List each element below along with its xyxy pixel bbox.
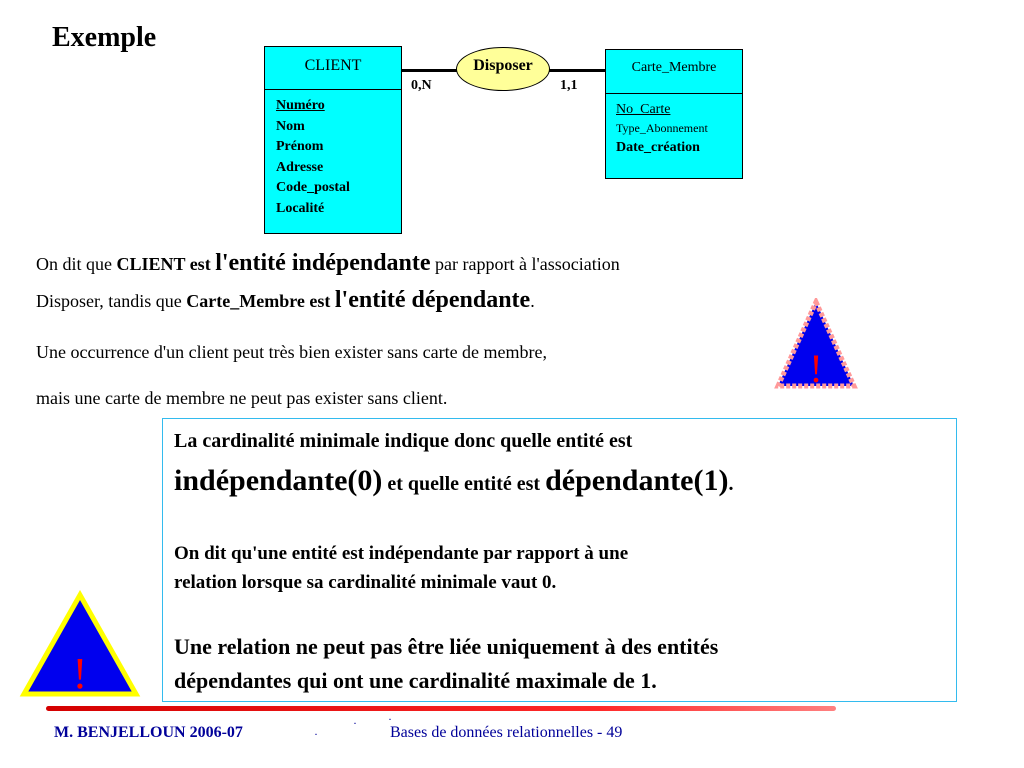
text-run: CLIENT est <box>116 254 216 274</box>
summary-line-6: dépendantes qui ont une cardinalité maxi… <box>174 668 657 693</box>
carte-attr: Date_création <box>616 140 700 155</box>
slide-title: Exemple <box>52 22 157 53</box>
summary-line-3: On dit qu'une entité est indépendante pa… <box>174 543 629 564</box>
carte-attr-key: No_Carte <box>616 102 671 117</box>
decorative-dot: · <box>388 712 392 726</box>
client-attr: Prénom <box>276 139 324 155</box>
text-run: Disposer, tandis que <box>36 291 187 311</box>
summary-line-5: Une relation ne peut pas être liée uniqu… <box>174 634 719 659</box>
client-attr: Code_postal <box>276 180 350 196</box>
entity-client-attributes: Numéro Nom Prénom Adresse Code_postal Lo… <box>265 90 401 220</box>
cardinality-left: 0,N <box>411 78 432 93</box>
footer-author: M. BENJELLOUN 2006-07 <box>54 724 243 741</box>
explanation-line-3: Une occurrence d'un client peut très bie… <box>36 342 548 362</box>
text-run: l'entité dépendante <box>334 287 531 313</box>
decorative-dot: · <box>353 716 357 730</box>
entity-carte-attributes: No_Carte Type_Abonnement Date_création <box>606 94 742 157</box>
explanation-line-4: mais une carte de membre ne peut pas exi… <box>36 388 448 408</box>
entity-client-name: CLIENT <box>265 47 401 90</box>
client-attr: Localité <box>276 200 325 216</box>
decorative-dot: · <box>314 727 318 741</box>
warning-icon: ! <box>19 590 141 698</box>
text-run: . <box>728 473 734 495</box>
summary-line-1: La cardinalité minimale indique donc que… <box>174 430 633 452</box>
warning-icon: ! <box>774 298 858 390</box>
client-attr: Nom <box>276 118 305 134</box>
text-run: dépendante(1) <box>545 464 729 497</box>
text-run: On dit que <box>36 254 117 274</box>
summary-line-4: relation lorsque sa cardinalité minimale… <box>174 572 557 593</box>
cardinality-right: 1,1 <box>560 78 578 93</box>
client-attr-key: Numéro <box>276 98 325 113</box>
carte-attr: Type_Abonnement <box>616 121 708 135</box>
warning-symbol: ! <box>809 346 822 390</box>
text-run: . <box>530 291 535 311</box>
warning-symbol: ! <box>73 649 88 698</box>
explanation-line-2: Disposer, tandis que Carte_Membre est l'… <box>36 287 535 314</box>
entity-carte-name: Carte_Membre <box>606 50 742 94</box>
connector-right <box>548 69 606 72</box>
summary-box <box>162 418 957 702</box>
entity-client: CLIENT Numéro Nom Prénom Adresse Code_po… <box>264 46 402 234</box>
client-attr: Adresse <box>276 159 324 175</box>
entity-carte-membre: Carte_Membre No_Carte Type_Abonnement Da… <box>605 49 743 179</box>
text-run: l'entité indépendante <box>215 250 431 276</box>
text-run: Carte_Membre est <box>186 291 335 311</box>
summary-line-2: indépendante(0) et quelle entité est dép… <box>174 464 733 498</box>
text-run: par rapport à l'association <box>430 254 620 274</box>
explanation-line-1: On dit que CLIENT est l'entité indépenda… <box>36 250 620 277</box>
footer-divider <box>46 706 836 711</box>
connector-left <box>402 69 458 72</box>
text-run: indépendante(0) <box>174 464 383 497</box>
association-disposer: Disposer <box>456 47 550 91</box>
text-run: et quelle entité est <box>382 473 546 495</box>
footer-course: Bases de données relationnelles - 49 <box>390 724 623 741</box>
